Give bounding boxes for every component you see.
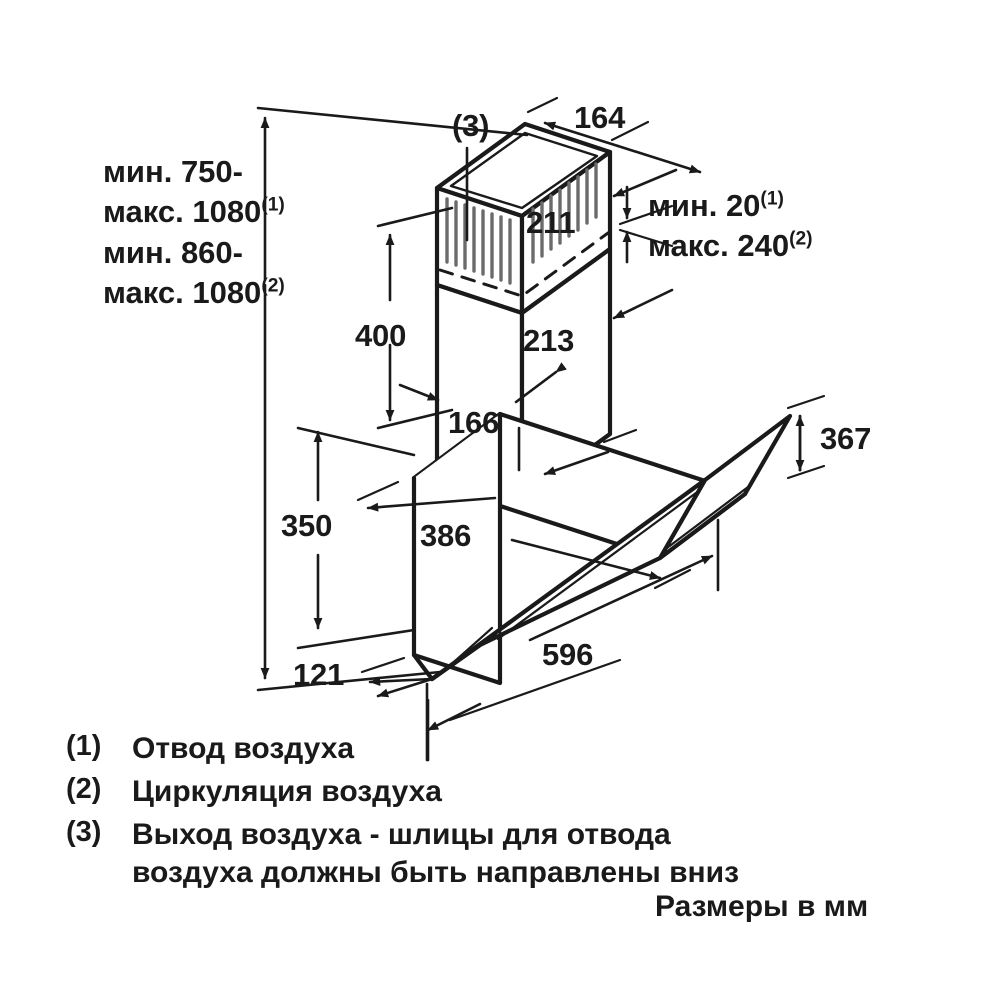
dim-duct-clearance (618, 185, 674, 264)
legend-label-1: Отвод воздуха (132, 732, 355, 765)
legend-item-3: (3) Выход воздуха - шлицы для отвода воз… (66, 816, 896, 890)
dim-glass-height (786, 394, 826, 480)
legend-leader-1 (425, 682, 482, 762)
legend-label-2: Циркуляция воздуха (132, 775, 442, 809)
dim-chimney-depth-top (526, 96, 702, 174)
dim-label-121: 121 (293, 657, 345, 692)
install-height-2: мин. 860- макс. 1080(2) (103, 234, 285, 310)
legend-label-3-line1: Выход воздуха - шлицы для отвода (132, 818, 671, 852)
chimney-hidden-edge (438, 231, 610, 298)
dim-label-367: 367 (820, 421, 872, 456)
footnote-ref-2: (2) (261, 275, 285, 297)
dim-chimney-height (376, 206, 454, 430)
legend-item-2: (2) Циркуляция воздуха (66, 773, 896, 810)
dim-body-height (296, 426, 416, 650)
dim-label-211: 211 (526, 205, 576, 240)
dim-label-596: 596 (542, 637, 594, 672)
dim-body-depth (356, 438, 692, 668)
chimney-top-box (434, 121, 613, 316)
legend-label-3: Выход воздуха - шлицы для отвода воздуха… (132, 816, 739, 890)
install-height-1: мин. 750- макс. 1080(1) (103, 154, 285, 230)
legend-mark-2: (2) (66, 773, 102, 806)
dim-label-164: 164 (574, 100, 626, 135)
footnote-ref-1: (1) (261, 194, 285, 216)
legend-mark-1: (1) (66, 730, 102, 762)
vent-slats-left (445, 197, 512, 285)
footnote-ref-1b: (1) (760, 188, 784, 210)
dim-front-lip (360, 656, 434, 698)
legend-block: (1) Отвод воздуха (2) Циркуляция воздуха… (66, 730, 896, 897)
callout-vent-label: (3) (452, 108, 490, 143)
duct-clearance-labels: мин. 20(1) макс. 240(2) (648, 186, 813, 267)
duct-clearance-min: мин. 20(1) (648, 188, 784, 223)
footnote-ref-2b: (2) (789, 228, 813, 250)
dim-chimney-width-top-arrow (612, 168, 678, 198)
legend-label-3-line2: воздуха должны быть направлены вниз (132, 855, 740, 889)
dim-chimney-width-lower-arrow (612, 288, 674, 320)
duct-clearance-max: макс. 240(2) (648, 228, 813, 264)
dim-label-386: 386 (420, 518, 472, 553)
legend-mark-3: (3) (66, 816, 102, 849)
dim-install-height (256, 106, 529, 692)
dim-label-400: 400 (355, 318, 407, 353)
dim-label-166: 166 (448, 405, 500, 440)
legend-item-1: (1) Отвод воздуха (66, 730, 896, 767)
vent-slats-right (531, 162, 598, 264)
dim-chimney-depth-lower (398, 362, 638, 476)
install-height-labels: мин. 750- макс. 1080(1) мин. 860- макс. … (103, 152, 285, 313)
dim-label-350: 350 (281, 508, 333, 543)
units-note: Размеры в мм (655, 890, 869, 923)
dim-label-213: 213 (523, 323, 575, 358)
